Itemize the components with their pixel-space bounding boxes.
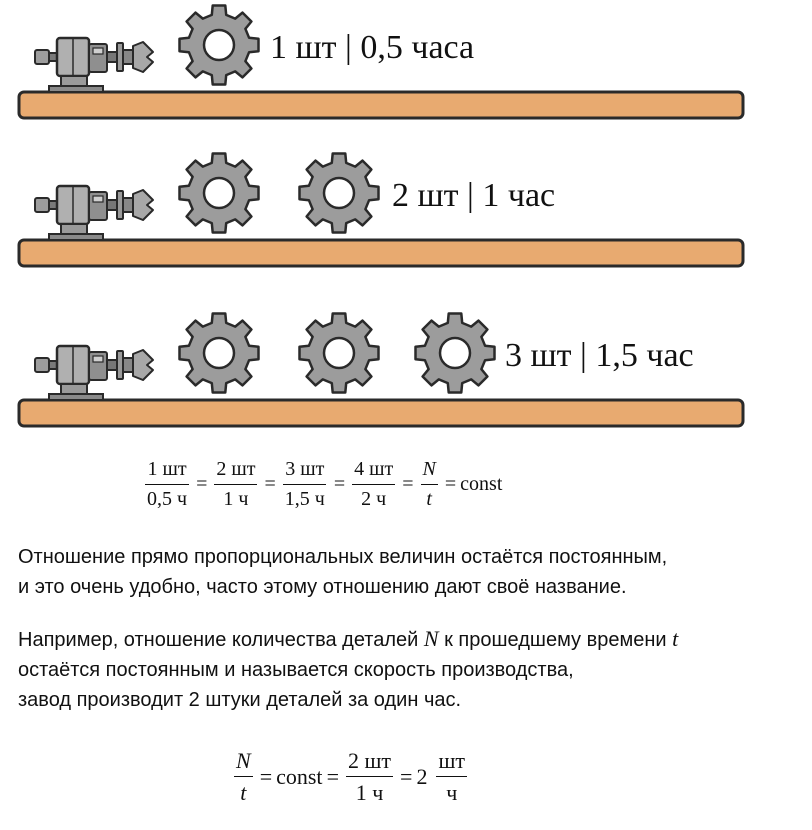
fraction-numerator: N <box>234 748 253 778</box>
equals-sign: = <box>326 763 339 789</box>
equals-sign: = <box>444 473 457 495</box>
fraction-denominator: 1,5 ч <box>284 488 325 510</box>
conveyor-row: 2 шт | 1 час <box>17 152 745 268</box>
fraction-numerator: N <box>420 458 438 485</box>
machine-icon <box>33 184 155 242</box>
fraction-denominator: 2 ч <box>361 488 387 510</box>
equals-sign: = <box>400 763 413 789</box>
fraction-numerator: 4 шт <box>352 458 396 485</box>
conveyor-belt <box>17 90 745 120</box>
paragraph-2-text-a: Например, отношение количества деталей <box>18 629 424 651</box>
paragraph-production-rate: Например, отношение количества деталей N… <box>18 624 808 715</box>
gear-icon <box>298 312 380 394</box>
variable-t: t <box>672 626 679 651</box>
fraction-2pcs-per-hour: 2 шт 1 ч <box>345 748 394 806</box>
fraction-denominator: t <box>426 488 432 510</box>
machine-icon <box>33 36 155 94</box>
row-label: 2 шт | 1 час <box>392 177 555 214</box>
gear-icon <box>178 152 260 234</box>
gear-icon <box>178 312 260 394</box>
fraction-denominator: t <box>240 780 247 806</box>
conveyor-row: 1 шт | 0,5 часа <box>17 4 745 120</box>
gear-icon <box>178 4 260 86</box>
conveyor-belt <box>17 238 745 268</box>
equals-sign: = <box>259 763 273 789</box>
paragraph-proportional-ratio: Отношение прямо пропорциональных величин… <box>18 542 808 602</box>
rate-value: 2 <box>416 763 428 789</box>
row-label: 3 шт | 1,5 час <box>505 337 694 374</box>
conveyor-belt <box>17 398 745 428</box>
fraction-denominator: 1 ч <box>355 780 384 806</box>
const-label: const <box>460 473 503 495</box>
fraction-denominator: ч <box>446 780 458 806</box>
equals-sign: = <box>402 473 414 495</box>
paragraph-2-text-b: к прошедшему времени <box>438 629 673 651</box>
gear-icon <box>298 152 380 234</box>
fraction-n-over-t: N t <box>234 748 253 806</box>
fraction-numerator: 2 шт <box>345 748 394 778</box>
fraction-numerator: 3 шт <box>283 458 327 485</box>
machine-icon <box>33 344 155 402</box>
row-label: 1 шт | 0,5 часа <box>270 29 474 66</box>
fraction-denominator: 1 ч <box>223 488 249 510</box>
fraction-numerator: 2 шт <box>214 458 258 485</box>
gear-icon <box>414 312 496 394</box>
fraction: 3 шт 1,5 ч <box>283 458 327 511</box>
variable-n: N <box>423 626 439 651</box>
fraction-numerator: шт <box>436 748 468 778</box>
conveyor-row: 3 шт | 1,5 час <box>17 312 745 428</box>
paragraph-2-line-3: завод производит 2 штуки деталей за один… <box>18 689 462 711</box>
equals-sign: = <box>196 473 208 495</box>
equals-sign: = <box>333 473 346 495</box>
paragraph-1-line-1: Отношение прямо пропорциональных величин… <box>18 546 668 568</box>
fraction-unit: шт ч <box>436 748 468 806</box>
paragraph-2-line-1: Например, отношение количества деталей N… <box>18 624 808 655</box>
fraction: 1 шт 0,5 ч <box>145 458 189 511</box>
fraction: 2 шт 1 ч <box>214 458 258 511</box>
formula-production-speed: N t = const = 2 шт 1 ч = 2 шт ч <box>231 748 470 806</box>
fraction: 4 шт 2 ч <box>352 458 396 511</box>
paragraph-1-line-2: и это очень удобно, часто этому отношени… <box>18 576 627 598</box>
conveyor-illustration: 1 шт | 0,5 часа 2 шт | 1 час 3 шт | 1,5 ча… <box>17 4 745 428</box>
paragraph-2-line-2: остаётся постоянным и называется скорост… <box>18 659 574 681</box>
const-label: const <box>276 763 323 789</box>
equals-sign: = <box>264 473 276 495</box>
fraction-denominator: 0,5 ч <box>147 488 188 510</box>
fraction-numerator: 1 шт <box>145 458 189 485</box>
